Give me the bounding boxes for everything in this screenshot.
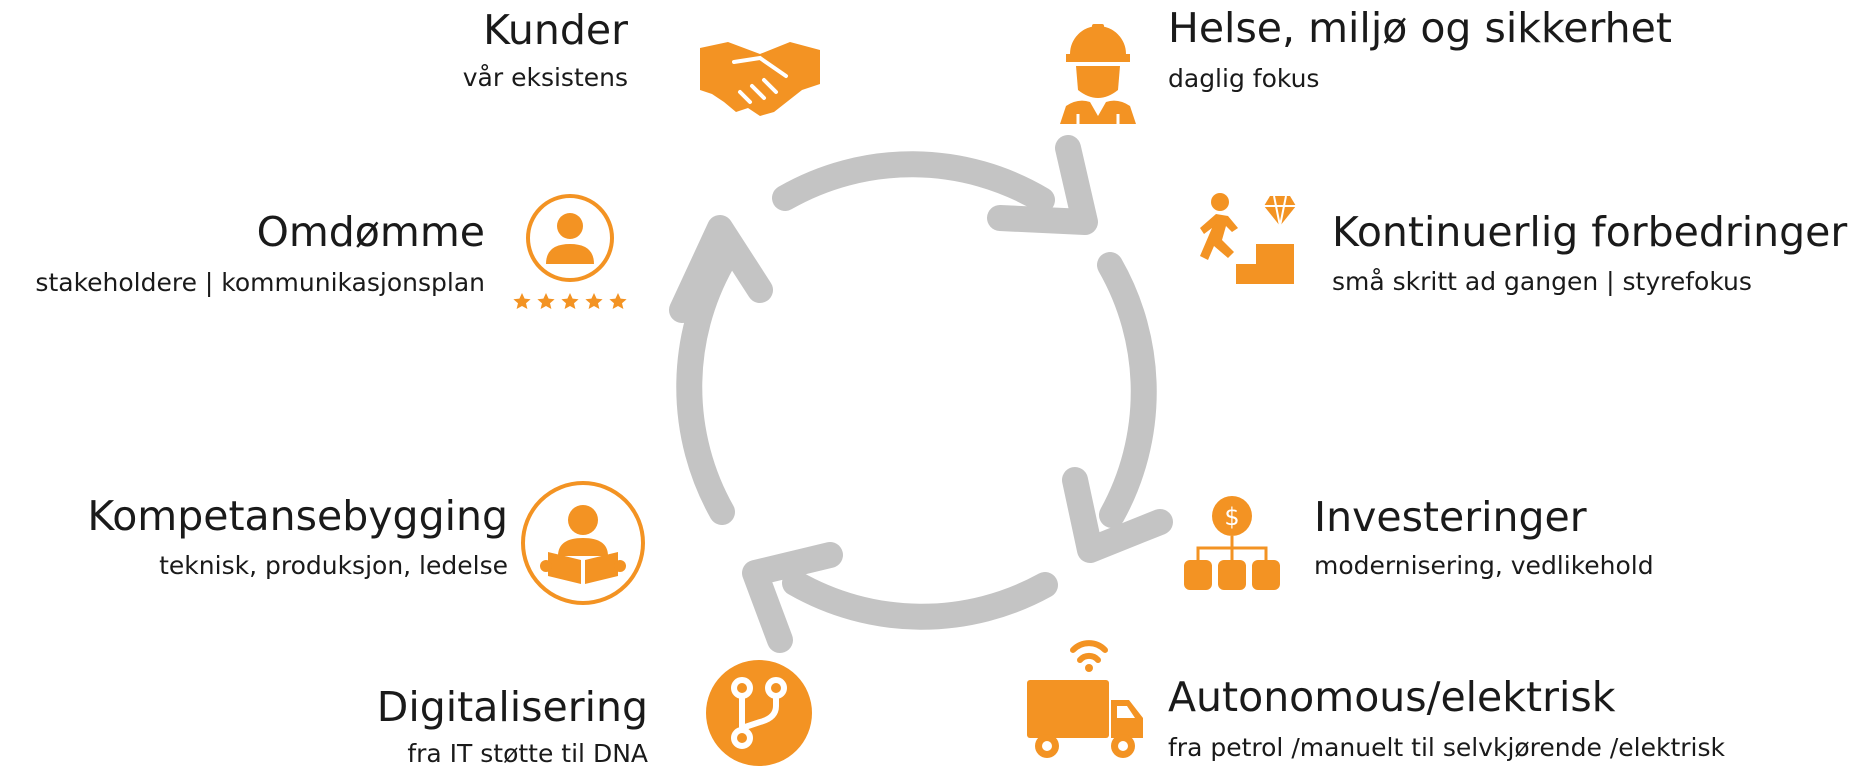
dollar-hierarchy-icon: $ [1184, 496, 1280, 590]
forbedringer-subtitle: små skritt ad gangen | styrefokus [1332, 267, 1752, 296]
cycle-arrow-bottom-head [742, 542, 843, 653]
autonomous-subtitle: fra petrol /manuelt til selvkjørende /el… [1168, 733, 1725, 762]
kunder-subtitle: vår eksistens [462, 63, 628, 92]
forbedringer-title: Kontinuerlig forbedringer [1332, 208, 1848, 256]
digitalisering-subtitle: fra IT støtte til DNA [407, 739, 648, 768]
connected-truck-icon [1027, 640, 1143, 758]
cycle-arrow-top [772, 151, 1055, 213]
cycle-arrow-right [1097, 252, 1157, 528]
kompetanse-title: Kompetansebygging [87, 492, 508, 540]
climbing-steps-diamond-icon [1200, 193, 1296, 284]
cycle-arrow-right-head [1062, 467, 1173, 563]
cycle-arrow-left [676, 249, 735, 525]
handshake-icon [700, 42, 820, 116]
cycle-arrow-bottom [782, 570, 1058, 630]
git-branch-icon [706, 660, 812, 766]
investeringer-title: Investeringer [1314, 493, 1587, 541]
digitalisering-title: Digitalisering [376, 683, 648, 731]
autonomous-title: Autonomous/elektrisk [1168, 673, 1616, 721]
reading-person-icon [521, 481, 645, 605]
kompetanse-subtitle: teknisk, produksjon, ledelse [159, 551, 508, 580]
svg-text:$: $ [1224, 503, 1239, 531]
cycle-arrow-top-head [987, 135, 1098, 235]
investeringer-subtitle: modernisering, vedlikehold [1314, 551, 1654, 580]
cycle-arrow-left-head [669, 215, 773, 323]
omdomme-subtitle: stakeholdere | kommunikasjonsplan [35, 268, 485, 297]
person-rating-icon [513, 194, 627, 309]
hms-title: Helse, miljø og sikkerhet [1168, 4, 1672, 52]
omdomme-title: Omdømme [256, 208, 485, 256]
worker-helmet-icon [1060, 24, 1136, 124]
five-stars-icon [513, 293, 627, 309]
kunder-title: Kunder [483, 6, 628, 54]
hms-subtitle: daglig fokus [1168, 64, 1320, 93]
